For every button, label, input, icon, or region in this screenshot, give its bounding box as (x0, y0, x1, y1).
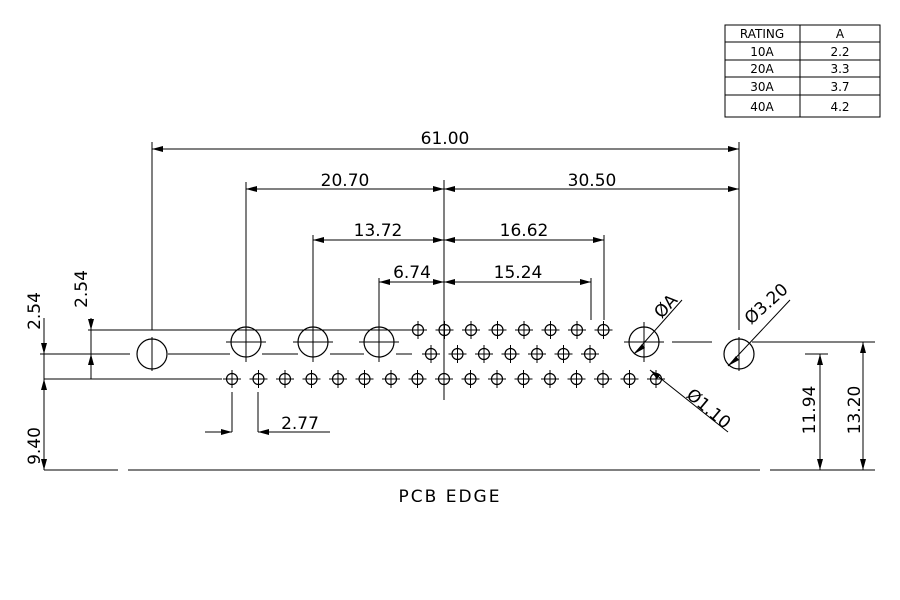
dim-phi-110: Ø1.10 (682, 385, 734, 433)
a-cell: 3.7 (830, 80, 849, 94)
signal-pin (488, 370, 506, 388)
dim-1320: 13.20 (845, 386, 865, 435)
dimension-lines (41, 146, 866, 470)
signal-pin (514, 370, 533, 388)
dim-940: 9.40 (25, 427, 45, 465)
signal-pin (594, 321, 613, 339)
dim-1194: 11.94 (800, 386, 820, 435)
mounting-holes (136, 322, 755, 371)
dim-277: 2.77 (281, 414, 319, 434)
dim-1372: 13.72 (354, 221, 403, 241)
pcb-edge-label: PCB EDGE (399, 487, 502, 507)
dim-2070: 20.70 (321, 171, 370, 191)
a-header: A (836, 27, 845, 41)
signal-pin (422, 345, 440, 363)
signal-pin (302, 370, 321, 388)
signal-pin (409, 321, 427, 339)
signal-pin (408, 370, 427, 388)
signal-pin (462, 321, 480, 339)
signal-pin (515, 321, 533, 339)
a-cell: 4.2 (830, 100, 849, 114)
signal-pin (329, 370, 347, 388)
signal-pin (435, 370, 453, 388)
extension-lines (151, 142, 740, 432)
dim-674: 6.74 (393, 263, 431, 283)
a-cell: 2.2 (830, 45, 849, 59)
rating-cell: 40A (750, 100, 774, 114)
signal-pin (276, 370, 294, 388)
signal-pin (355, 370, 374, 388)
dim-phi-320: Ø3.20 (741, 280, 792, 329)
signal-pin (594, 370, 612, 388)
rating-cell: 10A (750, 45, 774, 59)
signal-pin (488, 321, 507, 339)
leader-320 (727, 299, 791, 367)
rating-header: RATING (740, 27, 784, 41)
dim-phi-a: ØA (650, 290, 682, 322)
a-cell: 3.3 (830, 62, 849, 76)
signal-pin (249, 370, 268, 388)
signal-pin-array (223, 321, 665, 388)
signal-pin (554, 345, 573, 363)
dim-254-left: 2.54 (25, 292, 45, 330)
signal-pin (581, 345, 599, 363)
signal-pin (528, 345, 546, 363)
signal-pin (461, 370, 480, 388)
signal-pin (541, 321, 560, 339)
dim-254-right: 2.54 (72, 270, 92, 308)
signal-pin (567, 370, 586, 388)
reference-lines (40, 180, 875, 471)
dim-1662: 16.62 (500, 221, 549, 241)
signal-pin (620, 370, 639, 388)
signal-pin (541, 370, 559, 388)
signal-pin (223, 370, 241, 388)
signal-pin (448, 345, 467, 363)
signal-pin (475, 345, 493, 363)
signal-pin (647, 370, 665, 388)
leader-110 (649, 369, 729, 433)
signal-pin (435, 321, 454, 339)
signal-pin (501, 345, 520, 363)
signal-pin (568, 321, 586, 339)
signal-pin (382, 370, 400, 388)
rating-cell: 30A (750, 80, 774, 94)
dim-61: 61.00 (421, 129, 470, 149)
rating-cell: 20A (750, 62, 774, 76)
rating-table: RATING A 10A 2.2 20A 3.3 30A 3.7 40A 4.2 (724, 24, 881, 118)
dim-1524: 15.24 (494, 263, 543, 283)
rating-table-frame (724, 24, 881, 118)
dim-3050: 30.50 (568, 171, 617, 191)
